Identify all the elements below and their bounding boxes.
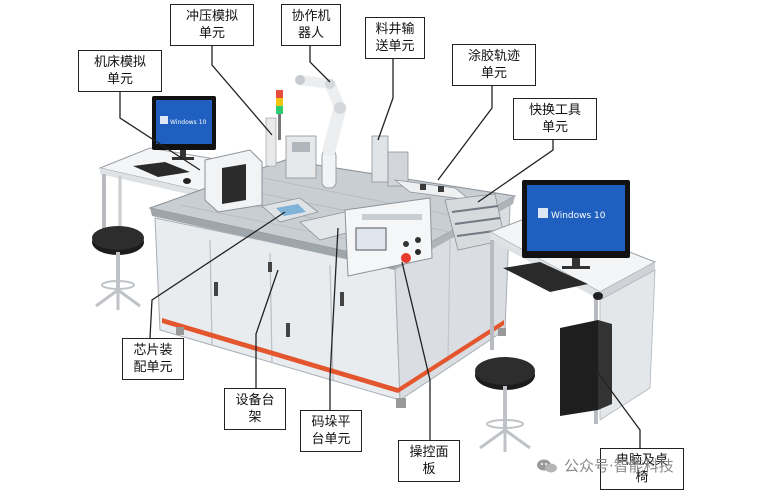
leader-glue [437,84,493,181]
leader-stacking [329,227,339,412]
label-feeder-unit: 料井输 送单元 [365,17,425,59]
leader-control [401,261,431,440]
stamping-module [285,135,317,179]
label-glue-path-unit: 涂胶轨迹 单元 [452,44,536,86]
label-equipment-frame: 设备台 架 [224,388,286,430]
leader-pc [589,361,641,448]
watermark: 公众号·智能科技 [536,455,674,476]
label-chip-assembly-unit: 芯片装 配单元 [122,338,184,380]
right-stool [475,357,535,452]
label-stamping-unit: 冲压模拟 单元 [170,4,254,46]
watermark-text: 公众号·智能科技 [564,457,674,475]
right-screen-text: Windows 10 [551,211,606,221]
wechat-icon [537,459,557,472]
label-stacking-unit: 码垛平 台单元 [300,410,362,452]
leader-feeder [377,55,394,141]
feeder-module [371,135,409,187]
right-monitor: Windows 10 [522,180,630,269]
machine-tool-module [204,117,277,213]
left-stool [92,226,144,310]
leader-lines [119,42,641,448]
signal-tower [276,90,283,140]
left-keyboard [133,162,191,184]
leader-quick-change [477,138,554,203]
cobot-arm [295,75,347,189]
left-screen-text: Windows 10 [170,119,207,126]
label-control-panel: 操控面 板 [398,440,460,482]
leader-robot [309,44,331,83]
leader-machine-tool [119,92,201,171]
label-cobot: 协作机 器人 [281,4,341,46]
leader-chip [149,211,286,339]
label-machine-tool-unit: 机床模拟 单元 [78,50,162,92]
label-quick-change-unit: 快换工具 单元 [513,98,597,140]
label-pc-desk-chair: 电脑及桌 椅 [600,448,684,490]
right-keyboard [503,262,603,300]
leader-frame [255,269,279,390]
control-panel [344,197,433,277]
leader-stamping [211,42,273,136]
